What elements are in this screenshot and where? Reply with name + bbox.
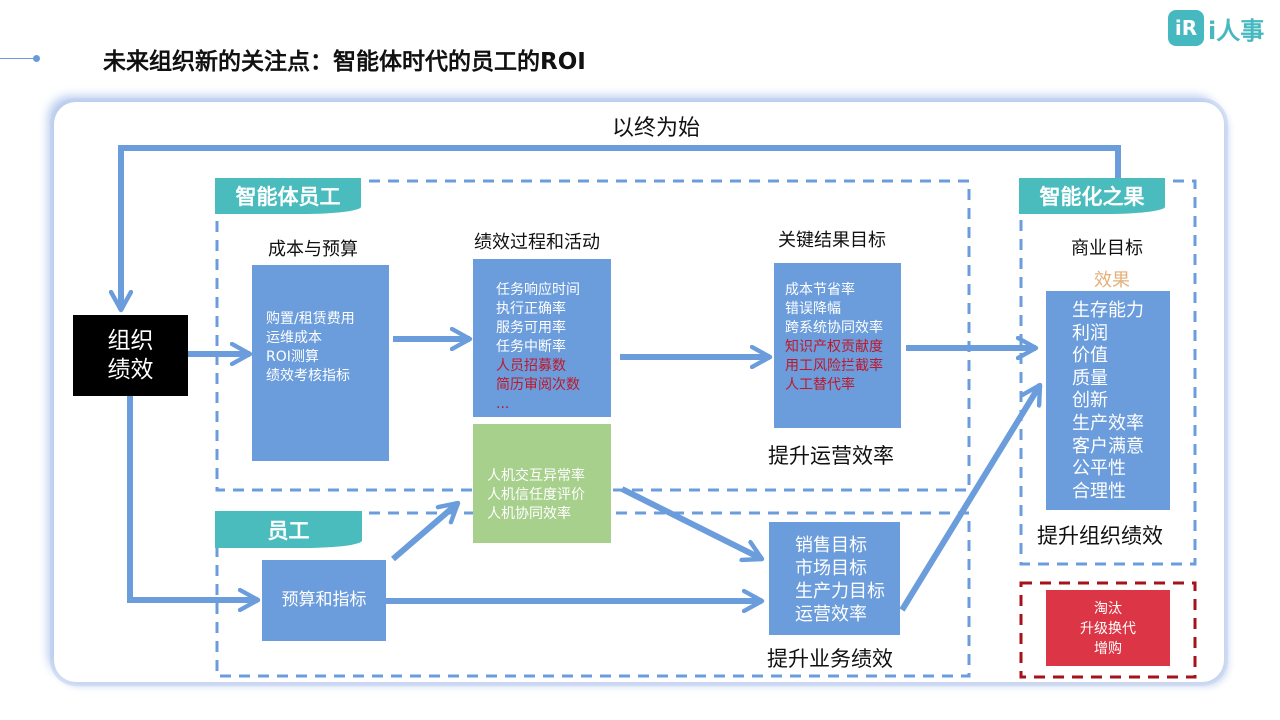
target-item: 运营效率 (795, 604, 867, 625)
process-box: 任务响应时间执行正确率服务可用率任务中断率人员招募数简历审阅次数... (473, 259, 611, 417)
results-heading: 关键结果目标 (778, 230, 886, 251)
outcome-item: 合理性 (1072, 480, 1126, 502)
results-highlight-item: 知识产权贡献度 (785, 339, 883, 355)
action-section-border (1019, 581, 1197, 679)
arrow-collab-to-targets (620, 486, 762, 559)
budget-box: 预算和指标 (262, 560, 386, 641)
process-heading: 绩效过程和活动 (474, 232, 600, 253)
cost-item: ROI测算 (266, 349, 319, 365)
action-item: 升级换代 (1080, 621, 1136, 637)
cost-item: 购置/租赁费用 (266, 311, 355, 327)
outcome-footer: 提升组织绩效 (1037, 524, 1163, 548)
cost-item: 绩效考核指标 (266, 368, 350, 384)
loop-connector (121, 145, 1121, 310)
target-item: 生产力目标 (795, 581, 885, 602)
process-item: 任务响应时间 (496, 282, 580, 298)
collab-item: 人机协同效率 (487, 506, 571, 522)
loop-label: 以终为始 (612, 116, 701, 141)
employee-section-tag: 员工 (215, 511, 362, 548)
logo-text: i人事 (1208, 16, 1265, 45)
results-highlight-item: 用工风险拦截率 (785, 358, 883, 374)
outcome-item: 生产效率 (1072, 412, 1144, 434)
results-box: 成本节省率错误降幅跨系统协同效率知识产权贡献度用工风险拦截率人工替代率 (774, 263, 901, 428)
results-item: 成本节省率 (785, 282, 855, 298)
outcome-subheading: 效果 (1094, 270, 1130, 291)
brand-logo: iR i人事 (1168, 10, 1264, 46)
arrow-targets-to-outcome (899, 385, 1043, 612)
org-performance-line1: 组织 (107, 327, 154, 354)
action-item: 增购 (1094, 641, 1122, 657)
outcome-item: 价值 (1072, 345, 1108, 367)
results-highlight-item: 人工替代率 (785, 377, 855, 393)
results-item: 跨系统协同效率 (785, 320, 883, 336)
collab-item: 人机交互异常率 (487, 468, 585, 484)
page-title: 未来组织新的关注点：智能体时代的员工的ROI (103, 49, 586, 75)
process-highlight-item: 简历审阅次数 (496, 377, 580, 393)
outcome-items: 生存能力利润价值质量创新生产效率客户满意公平性合理性 (1046, 291, 1170, 503)
logo-icon: iR (1168, 10, 1204, 46)
cost-box: 购置/租赁费用运维成本 ROI测算绩效考核指标 (252, 265, 389, 461)
results-footer: 提升运营效率 (768, 444, 894, 468)
targets-footer: 提升业务绩效 (767, 647, 893, 671)
process-highlight-item: ... (496, 396, 510, 412)
collab-box: 人机交互异常率人机信任度评价人机协同效率 (473, 424, 611, 543)
results-item: 错误降幅 (785, 301, 841, 317)
process-highlight-item: 人员招募数 (496, 358, 566, 374)
outcome-item: 客户满意 (1072, 435, 1144, 457)
arrow-org-to-budget (127, 396, 258, 600)
employee-section-border (215, 511, 971, 678)
target-item: 市场目标 (795, 558, 867, 579)
outcome-item: 利润 (1072, 322, 1108, 344)
cost-heading: 成本与预算 (268, 239, 358, 260)
process-item: 执行正确率 (496, 301, 566, 317)
outcome-section-tag: 智能化之果 (1019, 178, 1165, 214)
action-items: 淘汰升级换代增购 (1046, 590, 1170, 659)
process-items: 任务响应时间执行正确率服务可用率任务中断率人员招募数简历审阅次数... (473, 259, 611, 414)
agent-section-tag: 智能体员工 (215, 178, 361, 214)
cost-item: 运维成本 (266, 330, 322, 346)
process-item: 服务可用率 (496, 320, 566, 336)
outcome-item: 质量 (1072, 367, 1108, 389)
action-item: 淘汰 (1094, 601, 1122, 617)
outcome-item: 生存能力 (1072, 300, 1144, 321)
targets-items: 销售目标市场目标生产力目标运营效率 (769, 522, 900, 626)
collab-items: 人机交互异常率人机信任度评价人机协同效率 (473, 424, 611, 524)
targets-box: 销售目标市场目标生产力目标运营效率 (769, 522, 900, 635)
outcome-heading: 商业目标 (1071, 238, 1143, 259)
results-items: 成本节省率错误降幅跨系统协同效率知识产权贡献度用工风险拦截率人工替代率 (774, 263, 901, 395)
arrow-budget-to-collab (391, 500, 458, 562)
agent-section-border (215, 179, 971, 492)
collab-item: 人机信任度评价 (487, 487, 585, 503)
outcome-item: 创新 (1072, 390, 1108, 412)
org-performance-box: 组织 绩效 (73, 315, 188, 396)
process-item: 任务中断率 (496, 339, 566, 355)
action-box: 淘汰升级换代增购 (1046, 590, 1170, 666)
title-accent-line (0, 58, 36, 59)
target-item: 销售目标 (795, 535, 867, 556)
outcome-item: 公平性 (1072, 458, 1126, 480)
org-performance-line2: 绩效 (107, 356, 154, 383)
outcome-box: 生存能力利润价值质量创新生产效率客户满意公平性合理性 (1046, 291, 1170, 510)
cost-items: 购置/租赁费用运维成本 ROI测算绩效考核指标 (252, 265, 389, 386)
title-accent-dot (33, 55, 40, 62)
